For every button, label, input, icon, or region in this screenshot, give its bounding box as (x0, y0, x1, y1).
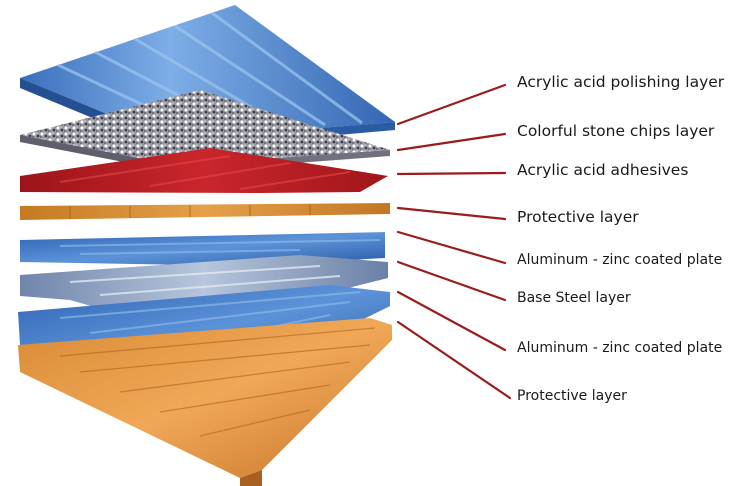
leader-line-stone-chips (396, 132, 507, 152)
leader-line-protective-bottom (396, 320, 512, 400)
label-protective-bottom: Protective layer (517, 388, 627, 404)
label-acrylic-adhesives: Acrylic acid adhesives (517, 161, 689, 179)
label-protective-top: Protective layer (517, 208, 639, 226)
leader-line-protective-top (396, 206, 507, 221)
label-alu-zinc-bottom: Aluminum - zinc coated plate (517, 340, 723, 356)
label-alu-zinc-top: Aluminum - zinc coated plate (517, 252, 723, 268)
leader-line-alu-zinc-bottom (396, 290, 507, 352)
layer-protective-top (20, 203, 390, 220)
layer-acrylic-adhesives (20, 148, 388, 193)
leader-line-alu-zinc-top (396, 230, 507, 265)
label-acrylic-polishing: Acrylic acid polishing layer (517, 73, 725, 91)
label-base-steel: Base Steel layer (517, 290, 631, 306)
leader-line-acrylic-polishing (396, 83, 507, 126)
layer-protective-bottom (18, 318, 392, 486)
leader-line-acrylic-adhesives (396, 171, 507, 176)
label-stone-chips: Colorful stone chips layer (517, 122, 715, 140)
leader-line-base-steel (396, 260, 507, 302)
